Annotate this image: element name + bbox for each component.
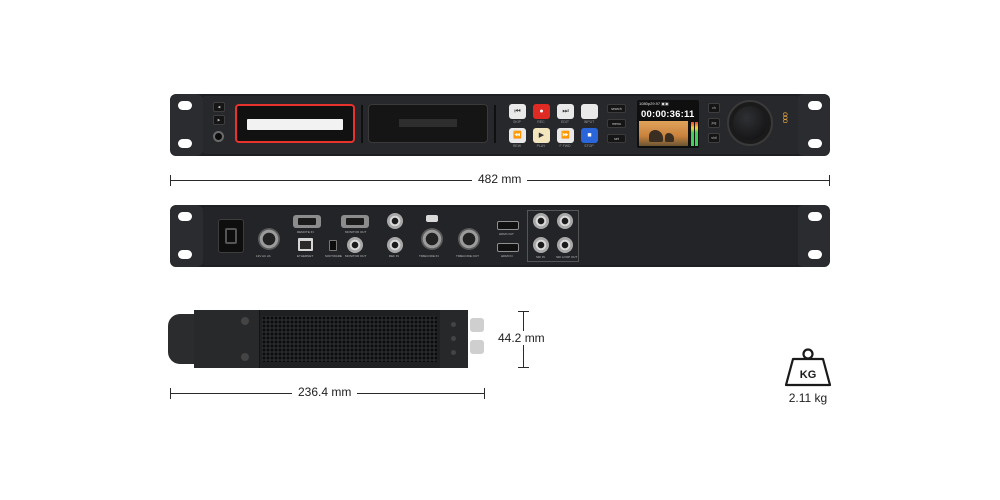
edit-caption: edit <box>561 120 569 124</box>
skip-caption: skip <box>513 120 521 124</box>
ref-bnc-bottom[interactable] <box>387 237 403 253</box>
side-dial-profile <box>168 314 198 364</box>
audio-meter-left <box>691 122 694 146</box>
side-front-block <box>194 310 260 368</box>
side-screw-top <box>241 317 249 325</box>
headphone-jack[interactable] <box>213 131 224 142</box>
play-caption: play <box>536 144 546 148</box>
slot-divider <box>494 105 496 143</box>
ch-button[interactable]: ch <box>708 103 720 113</box>
set-button[interactable]: set <box>607 134 626 143</box>
ref-in-xlr-connector[interactable] <box>258 228 280 250</box>
hdmi-out-port[interactable] <box>497 221 519 230</box>
ffwd-caption: f fwd <box>559 144 571 148</box>
record-button[interactable]: ● <box>533 104 550 119</box>
search-button[interactable]: search <box>607 104 626 113</box>
timecode-in-xlr[interactable] <box>421 228 443 250</box>
media-slot-1-active[interactable] <box>235 104 355 143</box>
sdi-bnc-b[interactable] <box>557 213 573 229</box>
side-bnc-bottom <box>470 340 484 354</box>
search-dial[interactable] <box>733 106 767 140</box>
width-dimension-tick-right <box>829 175 830 186</box>
hdmi-in-label: hdmi in <box>501 254 513 258</box>
eject-right-button[interactable]: ▶ <box>213 115 225 125</box>
height-dimension-tick-bottom <box>518 367 529 368</box>
skip-back-button[interactable]: ⏮ <box>509 104 526 119</box>
depth-dimension-tick-right <box>484 388 485 399</box>
timecode-out-label: timecode out <box>456 254 479 258</box>
media-slot-2[interactable] <box>368 104 488 143</box>
timecode-out-xlr[interactable] <box>458 228 480 250</box>
monitor-out-sdi-bnc[interactable] <box>347 237 363 253</box>
weight-value: 2.11 kg <box>788 391 828 405</box>
fast-forward-button[interactable]: ⏩ <box>557 128 574 143</box>
software-label: software <box>325 254 342 258</box>
lcd-status: 1080p29.97 ▣▣ <box>639 101 669 106</box>
monitor-out-sdi-label: monitor out <box>345 254 367 258</box>
ref-in-label: ref in <box>389 254 399 258</box>
weight-icon: KG <box>784 348 832 387</box>
sdi-in-label: sdi in <box>536 255 545 259</box>
ref-bnc-top[interactable] <box>387 213 403 229</box>
timecode-in-label: timecode in <box>419 254 439 258</box>
sdi-bnc-a[interactable] <box>533 213 549 229</box>
depth-dimension-label: 236.4 mm <box>292 385 358 399</box>
power-inlet[interactable] <box>218 219 244 253</box>
depth-dimension-tick-left <box>170 388 171 399</box>
ssd-card <box>247 119 343 130</box>
menu-button[interactable]: menu <box>607 119 626 128</box>
lcd-preview-image <box>639 121 688 146</box>
software-usb-port[interactable] <box>329 240 337 251</box>
lcd-timecode: 00:00:36:11 <box>641 109 695 120</box>
ethernet-label: ethernet <box>297 254 314 258</box>
rewind-button[interactable]: ⏪ <box>509 128 526 143</box>
height-dimension-tick-top <box>518 311 529 312</box>
width-dimension-tick-left <box>170 175 171 186</box>
side-rear-screw <box>451 322 456 327</box>
front-right-ear <box>796 94 830 156</box>
rew-caption: rew <box>512 144 522 148</box>
remote-in-port[interactable] <box>293 215 321 228</box>
side-vent-grille <box>262 316 437 362</box>
slot-2-opening <box>399 119 457 127</box>
jog-button[interactable]: jog <box>708 118 720 128</box>
shtl-button[interactable]: shtl <box>708 133 720 143</box>
play-button[interactable]: ▶ <box>533 128 550 143</box>
weight-icon-text: KG <box>800 369 817 381</box>
monitor-out-port[interactable] <box>341 215 369 228</box>
ethernet-port[interactable] <box>298 238 313 251</box>
hdmi-in-port[interactable] <box>497 243 519 252</box>
monitor-out-label: monitor out <box>345 230 367 234</box>
side-bnc-top <box>470 318 484 332</box>
rear-left-ear <box>170 205 204 267</box>
side-rear-screw <box>451 350 456 355</box>
side-screw-bottom <box>241 353 249 361</box>
power-label: 12V AC 2A <box>256 254 271 258</box>
width-dimension-label: 482 mm <box>472 172 528 186</box>
brand-logo: ooo <box>781 112 790 123</box>
eject-left-button[interactable]: ◀ <box>213 102 225 112</box>
input-caption: input <box>583 120 595 124</box>
height-dimension-label: 44.2 mm <box>492 331 551 345</box>
timecode-in-latch <box>426 215 438 222</box>
elephant-silhouette <box>665 133 674 142</box>
sdi-in-bnc[interactable] <box>533 237 549 253</box>
front-left-ear <box>170 94 204 156</box>
skip-forward-button[interactable]: ⏭ <box>557 104 574 119</box>
slot-divider <box>361 105 363 143</box>
stop-caption: stop <box>584 144 594 148</box>
input-button[interactable] <box>581 104 598 119</box>
sdi-group-frame <box>527 210 579 262</box>
hdmi-out-label: hdmi out <box>499 232 514 236</box>
sdi-loop-out-label: sdi loop out <box>556 255 578 259</box>
lcd-screen: 1080p29.97 ▣▣ 00:00:36:11 <box>637 100 699 148</box>
stop-button[interactable]: ■ <box>581 128 598 143</box>
audio-meter-right <box>695 122 698 146</box>
rec-caption: rec <box>537 120 545 124</box>
elephant-silhouette <box>649 130 663 142</box>
rear-right-ear <box>796 205 830 267</box>
remote-in-label: remote in <box>297 230 314 234</box>
side-rear-screw <box>451 336 456 341</box>
sdi-loop-out-bnc[interactable] <box>557 237 573 253</box>
